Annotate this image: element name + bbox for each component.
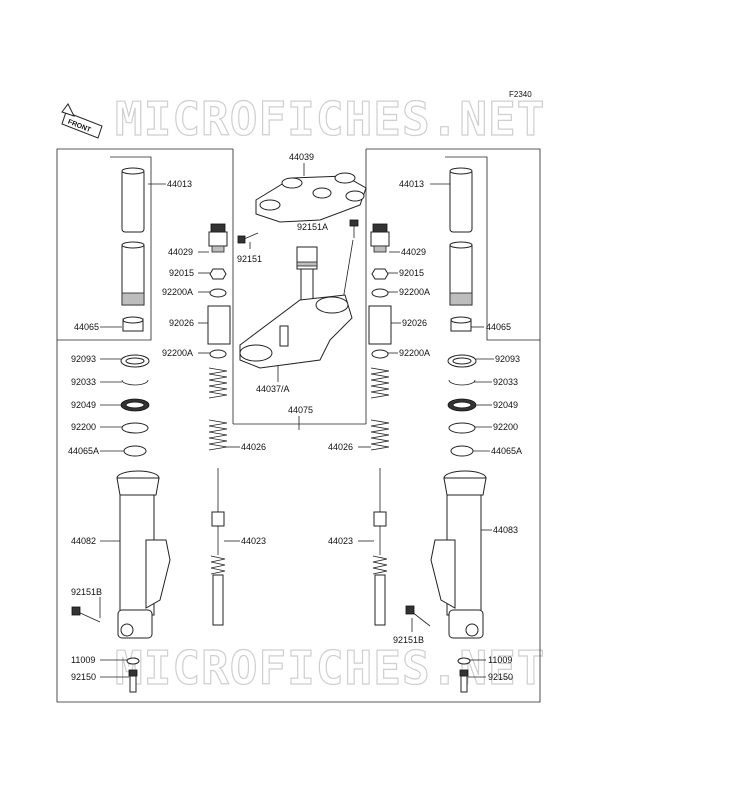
label-92200-right: 92200 [493,422,518,432]
label-92200a-right-2: 92200A [399,348,430,358]
label-44026-left: 44026 [241,442,266,452]
labels-center: 44039 92151A 92151 44037/A 44075 [237,152,328,415]
lower-bracket [239,294,353,369]
right-fork-tube [449,167,473,306]
right-nut [371,268,389,280]
label-44082: 44082 [71,536,96,546]
left-cap-bolt [208,223,228,253]
right-outer-leg [430,470,487,639]
right-spacer-washer-2 [371,349,389,359]
label-92049-left: 92049 [71,400,96,410]
label-92200a-left-1: 92200A [162,287,193,297]
label-92150-left: 92150 [71,672,96,682]
label-44083: 44083 [493,525,518,535]
right-washer-a [450,445,474,457]
label-44029-right: 44029 [401,247,426,257]
label-44065-right: 44065 [486,322,511,332]
watermark-top: MICROFICHES.NET [115,92,545,146]
left-axle-bolt [71,606,101,623]
left-spring [208,367,228,451]
label-44039: 44039 [289,152,314,162]
label-92151: 92151 [237,254,262,264]
clamp-bolt-left [237,232,259,244]
left-bushing [122,316,144,332]
label-92026-right: 92026 [402,318,427,328]
right-damper-rod [372,468,388,626]
right-axle-bolt [405,605,431,627]
left-fork-tube [121,167,145,306]
label-92151b-left: 92151B [71,587,102,597]
label-92200a-left-2: 92200A [162,348,193,358]
upper-bracket [255,172,367,223]
label-92150-right: 92150 [488,672,513,682]
right-oil-seal [447,354,477,368]
right-seal-ring [447,398,477,412]
left-drain-bolt [128,669,138,693]
figure-code: F2340 [509,90,532,99]
label-92093-left: 92093 [71,354,96,364]
label-44065-left: 44065 [74,322,99,332]
front-arrow-icon: FRONT [61,103,103,139]
left-spacer-washer-2 [209,349,227,359]
label-92151a: 92151A [297,222,328,232]
right-spring [370,367,390,451]
left-oil-seal [120,354,150,368]
label-92015-right: 92015 [399,268,424,278]
label-92200-left: 92200 [71,422,96,432]
label-92026-left: 92026 [169,318,194,328]
label-92200a-right-1: 92200A [399,287,430,297]
left-circlip [121,379,149,386]
right-subframe [445,156,540,341]
label-44075: 44075 [288,405,313,415]
label-44026-right: 44026 [328,442,353,452]
label-44013-left: 44013 [167,179,192,189]
label-92033-right: 92033 [493,377,518,387]
label-44037a: 44037/A [256,384,290,394]
label-92093-right: 92093 [495,354,520,364]
right-cap-bolt [370,223,390,253]
labels-left: 44013 44065 44029 92015 92200A 92026 922… [68,179,266,682]
label-92033-left: 92033 [71,377,96,387]
left-washer-bottom [126,657,140,665]
right-circlip [448,379,476,386]
label-44013-right: 44013 [399,179,424,189]
right-washer-bottom [457,657,471,665]
label-44023-left: 44023 [241,536,266,546]
right-spacer-tube [368,305,392,345]
label-44029-left: 44029 [168,247,193,257]
label-44065a-right: 44065A [491,446,522,456]
left-washer-a [123,445,147,457]
right-drain-bolt [459,669,469,693]
labels-right: 44013 44065 44029 92015 92200A 92026 922… [328,179,522,682]
left-subframe [57,156,152,341]
right-washer [448,422,476,434]
label-92151b-right: 92151B [393,635,424,645]
label-92015-left: 92015 [169,268,194,278]
label-11009-right: 11009 [488,655,512,665]
right-spacer-washer-1 [371,288,389,298]
left-washer [121,422,149,434]
left-damper-rod [210,468,226,626]
leader-lines [99,163,494,678]
right-bushing [450,316,472,332]
label-11009-left: 11009 [71,655,95,665]
label-92049-right: 92049 [493,400,518,410]
left-outer-leg [116,470,171,639]
label-44023-right: 44023 [328,536,353,546]
outer-frame [56,148,541,703]
left-spacer-tube [207,305,231,345]
left-seal-ring [120,398,150,412]
steering-stem [296,246,318,310]
left-nut [209,268,227,280]
watermark-bottom: MICROFICHES.NET [115,641,545,695]
left-spacer-washer-1 [209,288,227,298]
label-44065a-left: 44065A [68,446,99,456]
clamp-bolt-right [342,219,359,301]
